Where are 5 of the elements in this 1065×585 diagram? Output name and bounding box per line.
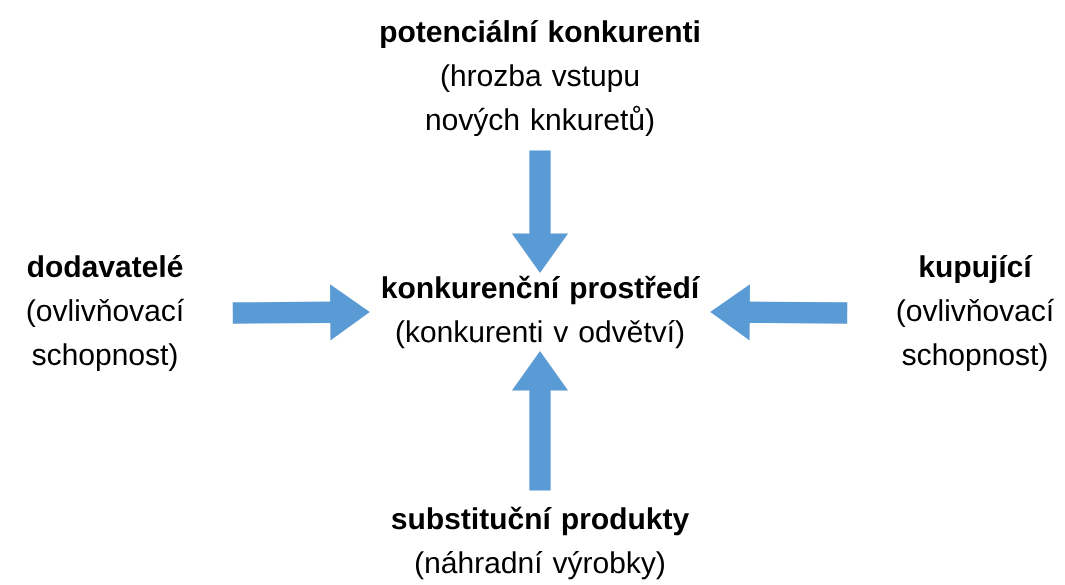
text-label: dodavatelé (ovlivňovací schopnost) (27, 254, 185, 372)
text-label: konkurenční prostředí (konkurenti v odvětví) (382, 275, 700, 349)
text-label: potenciální konkurenti (hrozba vstupu nových knkuretů) (381, 19, 699, 137)
text-label: substituční produkty (náhradní výrobky) (391, 506, 689, 580)
text-label: kupující (ovlivňovací schopnost) (897, 254, 1055, 372)
